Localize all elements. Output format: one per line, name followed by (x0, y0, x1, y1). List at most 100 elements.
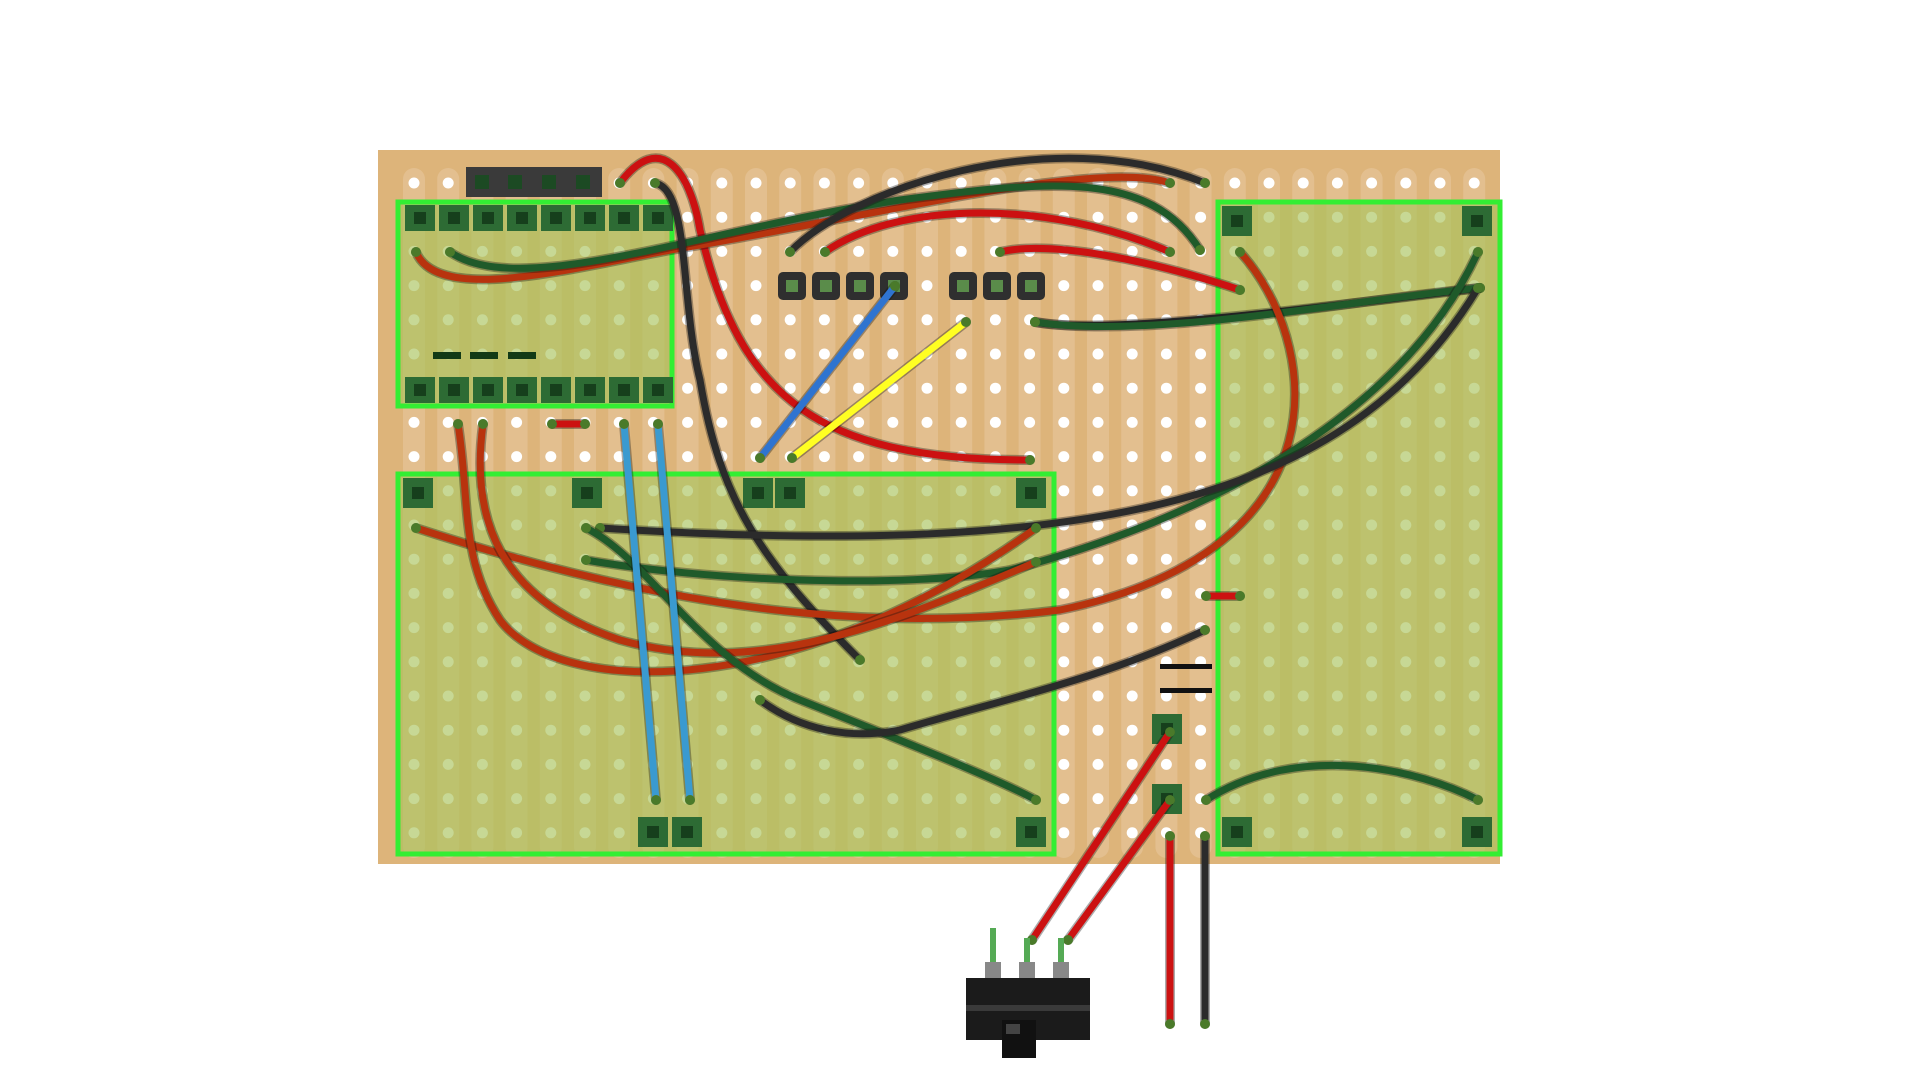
hole (1092, 793, 1104, 805)
wire-yellow (788, 318, 970, 462)
hole (989, 416, 1001, 428)
hole (1160, 519, 1172, 531)
wire-green-5 (1202, 761, 1482, 804)
hole (682, 348, 694, 360)
wire-brown-1 (412, 173, 1174, 283)
hole (545, 451, 557, 463)
hole (1366, 177, 1378, 189)
hole (1263, 177, 1275, 189)
pad-hole (1025, 826, 1037, 838)
hole (1058, 485, 1070, 497)
hole (682, 382, 694, 394)
hole (408, 416, 420, 428)
pad-hole (1471, 826, 1483, 838)
pin-header-top (466, 167, 602, 197)
hole (1092, 451, 1104, 463)
pad-hole (482, 384, 494, 396)
hole (1058, 793, 1070, 805)
hole (1058, 690, 1070, 702)
hole (1160, 451, 1172, 463)
hole (511, 416, 523, 428)
pad-hole (1231, 215, 1243, 227)
wire-end (580, 419, 590, 429)
wire-end (1473, 795, 1483, 805)
wire-end (1201, 795, 1211, 805)
hole (1160, 622, 1172, 634)
hole (408, 177, 420, 189)
wire-end (1165, 178, 1175, 188)
hole (1092, 280, 1104, 292)
hole (1331, 177, 1343, 189)
hole (750, 177, 762, 189)
module-pads (403, 205, 1492, 847)
hole (1126, 553, 1138, 565)
wire-end (1195, 245, 1205, 255)
strip (1087, 168, 1109, 858)
module-top-left (395, 199, 675, 409)
hole (921, 314, 933, 326)
wire-end (478, 419, 488, 429)
header-pin-pad (991, 280, 1003, 292)
hole (955, 245, 967, 257)
hole (716, 177, 728, 189)
hole (613, 451, 625, 463)
hole (750, 314, 762, 326)
hole (1058, 382, 1070, 394)
hole (818, 314, 830, 326)
hole (853, 451, 865, 463)
hole (511, 451, 523, 463)
hole (579, 451, 591, 463)
hole (887, 348, 899, 360)
wire-red-3 (996, 244, 1244, 294)
hole (1058, 451, 1070, 463)
wire-end (820, 247, 830, 257)
hole (1195, 382, 1207, 394)
hole (716, 314, 728, 326)
hole (1126, 485, 1138, 497)
hole (1058, 656, 1070, 668)
wire-black-4 (596, 284, 1482, 540)
hole (716, 382, 728, 394)
header-pin-pad (854, 280, 866, 292)
wire-end (1473, 283, 1483, 293)
hole (853, 382, 865, 394)
hole (784, 314, 796, 326)
pad-hole (414, 212, 426, 224)
hole (1160, 587, 1172, 599)
wire-end (1063, 935, 1073, 945)
pad-hole (1231, 826, 1243, 838)
wire-end (1025, 455, 1035, 465)
pad-hole (550, 212, 562, 224)
pad-hole (652, 384, 664, 396)
hole (1058, 724, 1070, 736)
hole (1400, 177, 1412, 189)
dash-mark (433, 352, 461, 359)
hole (853, 245, 865, 257)
wire-red-2 (821, 209, 1174, 256)
hole (1092, 690, 1104, 702)
hole (1058, 348, 1070, 360)
wire-end (581, 523, 591, 533)
hole (1468, 177, 1480, 189)
pad-hole (516, 384, 528, 396)
header-pin-pad (786, 280, 798, 292)
hole (1092, 656, 1104, 668)
hole (955, 416, 967, 428)
pad-hole (752, 487, 764, 499)
hole (1195, 280, 1207, 292)
hole (1092, 622, 1104, 634)
pad-hole (1025, 487, 1037, 499)
hole (921, 280, 933, 292)
hole (1195, 348, 1207, 360)
pad-hole (784, 487, 796, 499)
hole (955, 382, 967, 394)
hole (716, 416, 728, 428)
wire-end (1201, 591, 1211, 601)
pad-hole (681, 826, 693, 838)
strip (1155, 168, 1178, 858)
pad-hole (584, 212, 596, 224)
hole (853, 314, 865, 326)
wire-end (1200, 625, 1210, 635)
hole (716, 211, 728, 223)
pad-hole (618, 384, 630, 396)
